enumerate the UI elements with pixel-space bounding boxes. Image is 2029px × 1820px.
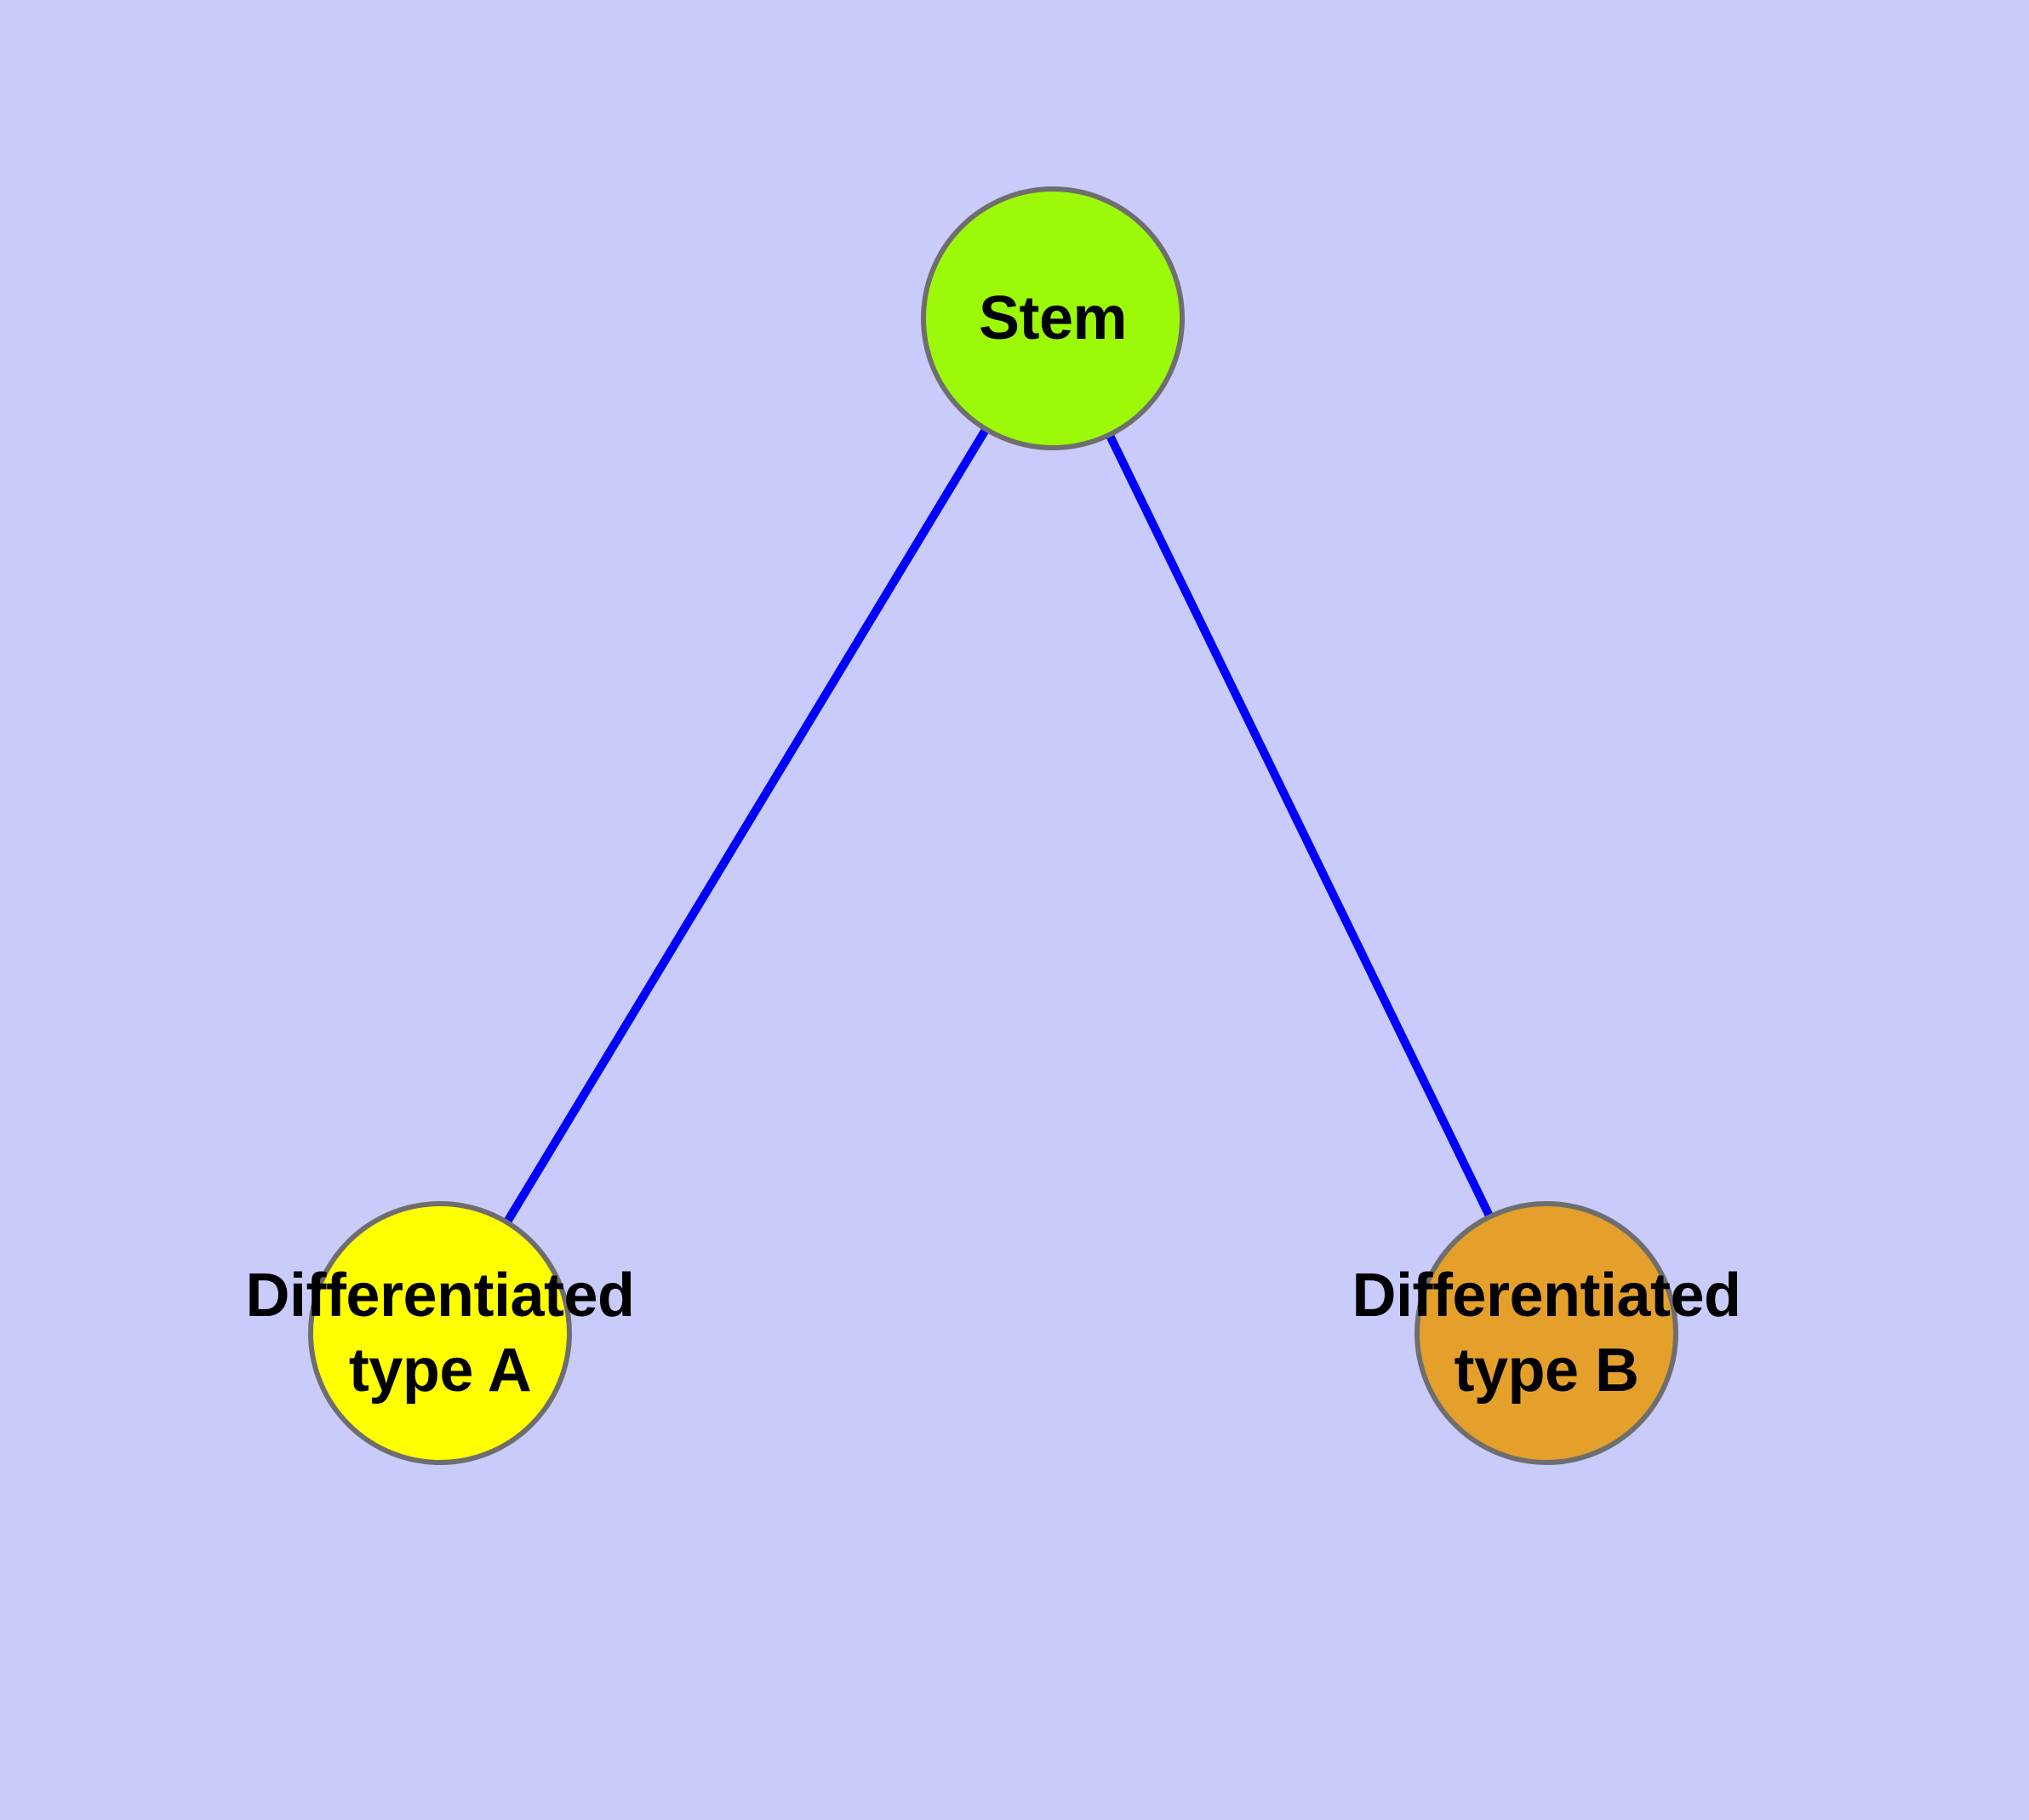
node-stem[interactable] xyxy=(921,186,1185,450)
edge-stem-to-differentiated-type-a[interactable] xyxy=(504,428,989,1223)
edge-stem-to-differentiated-type-b[interactable] xyxy=(1106,434,1494,1217)
node-layer xyxy=(308,186,1678,1465)
edge-layer xyxy=(504,428,1494,1223)
node-differentiated-type-b[interactable] xyxy=(1415,1201,1678,1465)
node-differentiated-type-a[interactable] xyxy=(308,1201,572,1465)
